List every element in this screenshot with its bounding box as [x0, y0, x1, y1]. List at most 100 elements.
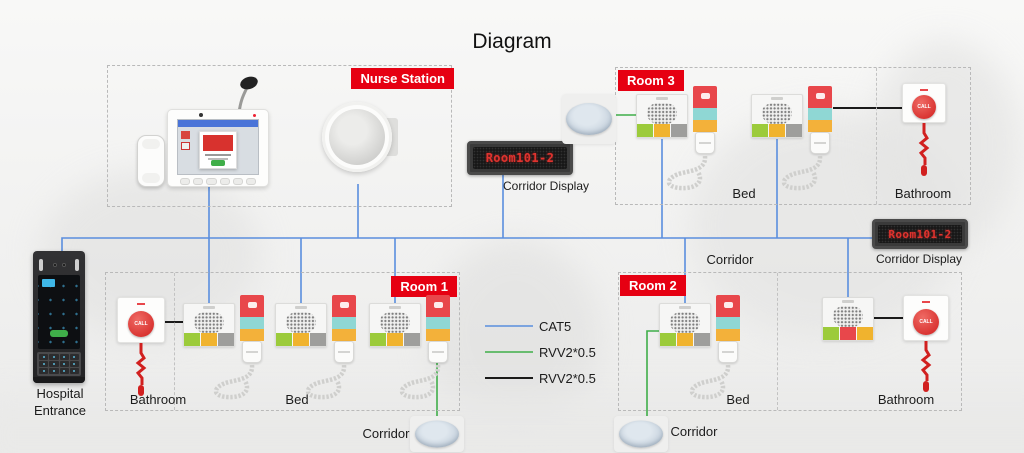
green-button [184, 333, 200, 346]
coiled-cord-icon [666, 155, 708, 191]
nurse-station-console [135, 75, 275, 195]
handset-icon [810, 132, 830, 154]
orange-button [293, 333, 309, 346]
room1-corridor-label: Corridor [362, 426, 410, 441]
console-screen [177, 119, 259, 175]
coiled-cord-icon [689, 364, 731, 400]
status-led-icon [253, 114, 256, 117]
zone-room2: Room 2 [618, 272, 962, 411]
camera-icon [53, 263, 57, 267]
bathroom-call-button: CALL [902, 83, 946, 178]
page-title: Diagram [472, 30, 552, 53]
screen-titlebar [178, 120, 258, 127]
orange-button [769, 124, 785, 137]
corridor-speaker [562, 94, 616, 144]
corridor-display-1: Room101-2 [467, 141, 573, 175]
legend-cat5-label: CAT5 [539, 319, 572, 334]
handset-unit [240, 295, 264, 363]
speaker-grille-icon [670, 312, 700, 334]
alert-tile-icon [181, 131, 190, 139]
handset-unit [332, 295, 356, 363]
handset-unit [716, 295, 740, 363]
orange-button [857, 327, 873, 340]
handset-unit [426, 295, 450, 363]
panel-slot [295, 306, 307, 309]
call-button-plate: CALL [117, 297, 165, 343]
station-base [33, 377, 85, 383]
handset-icon [334, 341, 354, 363]
orange-indicator [716, 329, 740, 341]
red-button [840, 327, 856, 340]
handset-unit [808, 86, 832, 154]
gray-button [404, 333, 420, 346]
orange-indicator [808, 120, 832, 132]
room1-tag: Room 1 [391, 276, 457, 297]
alert-text-line [208, 158, 228, 160]
pull-cord-icon [135, 343, 147, 396]
bedside-intercom-unit [659, 295, 745, 405]
panel-slot [771, 97, 783, 100]
room1-bed-label: Bed [285, 392, 309, 407]
led-text: Room101-2 [485, 151, 555, 165]
red-call-button: CALL [913, 309, 939, 335]
bedside-intercom-unit [183, 295, 269, 405]
indicator-dash-icon [920, 89, 928, 91]
led-text: Room101-2 [888, 227, 952, 241]
room2-tag: Room 2 [620, 275, 686, 296]
speaker-slot-icon [75, 259, 79, 271]
intercom-speaker-panel [751, 94, 803, 138]
zone-nurse-station: Nurse Station [107, 65, 454, 207]
red-call-button: CALL [128, 311, 154, 337]
indicator-dash-icon [922, 301, 930, 303]
speaker-grille-icon [286, 312, 316, 334]
alarm-indicator-icon [426, 295, 450, 317]
cat5-bus-line [61, 237, 872, 252]
alarm-indicator-icon [716, 295, 740, 317]
coiled-cord-icon [213, 364, 255, 400]
handset-unit [693, 86, 717, 154]
call-key-icon [50, 330, 68, 337]
call-button-plate: CALL [902, 83, 946, 123]
door-station-screen [38, 275, 80, 349]
intercom-speaker-panel [636, 94, 688, 138]
orange-button [387, 333, 403, 346]
call-button-plate: CALL [903, 295, 949, 341]
room3-bathroom-label: Bathroom [894, 186, 952, 201]
bedside-intercom-unit [636, 86, 722, 196]
panel-slot [842, 300, 854, 303]
oval-speaker-icon [566, 103, 612, 135]
bedside-intercom-unit [751, 86, 837, 196]
room2-bed-label: Bed [726, 392, 750, 407]
gray-button [671, 124, 687, 137]
handset-icon [428, 341, 448, 363]
call-alert-popup [199, 131, 237, 169]
handset-icon [242, 341, 262, 363]
coiled-cord-icon [305, 364, 347, 400]
handset-icon [718, 341, 738, 363]
corridor-display-2: Room101-2 [872, 219, 968, 249]
bathroom-call-button: CALL [117, 297, 165, 402]
gray-button [218, 333, 234, 346]
alarm-indicator-icon [693, 86, 717, 108]
corridor-upper-label: Corridor [706, 252, 754, 267]
led-matrix-icon [473, 147, 567, 169]
corridor-display-2-label: Corridor Display [875, 252, 963, 266]
handset-icon [695, 132, 715, 154]
bedside-intercom-unit [275, 295, 361, 405]
physical-keypad [37, 352, 81, 376]
orange-button [654, 124, 670, 137]
green-button [637, 124, 653, 137]
accept-button [211, 160, 225, 166]
background-blur [0, 395, 1024, 453]
orange-indicator [426, 329, 450, 341]
zone-room1: Room 1 [105, 272, 460, 411]
alert-text-line [205, 154, 231, 156]
cyan-indicator [332, 317, 356, 329]
oval-speaker-icon [415, 420, 459, 448]
speaker-mesh-icon [329, 109, 385, 165]
camera-icon [199, 113, 203, 117]
red-call-button: CALL [912, 95, 936, 119]
alarm-indicator-icon [808, 86, 832, 108]
orange-indicator [332, 329, 356, 341]
